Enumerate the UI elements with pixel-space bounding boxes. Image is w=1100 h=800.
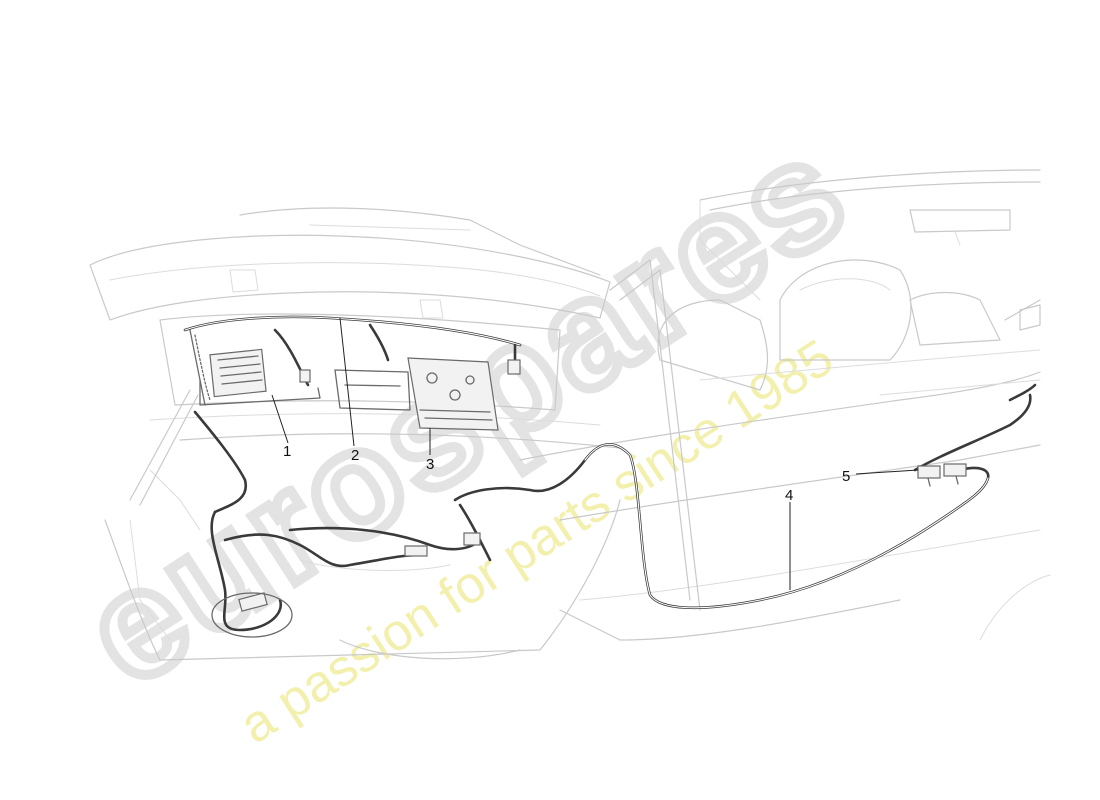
callout-labels: 1 2 3 4 5	[283, 443, 850, 504]
leader-1	[271, 394, 289, 444]
car-body-outline	[89, 169, 1051, 661]
leader-5	[855, 469, 919, 475]
callout-leaders	[271, 317, 919, 590]
callout-1: 1	[283, 443, 291, 460]
part-2-harness-upper	[183, 315, 522, 387]
part-5-connectors	[913, 383, 1037, 487]
callout-5: 5	[842, 468, 850, 485]
part-4-harness-main	[193, 410, 990, 638]
leader-2	[339, 317, 355, 447]
part-3-bracket-panel	[334, 357, 499, 431]
callout-4: 4	[785, 487, 793, 504]
callout-2: 2	[351, 447, 359, 464]
callout-3: 3	[426, 456, 434, 473]
part-1-control-module	[189, 329, 321, 406]
